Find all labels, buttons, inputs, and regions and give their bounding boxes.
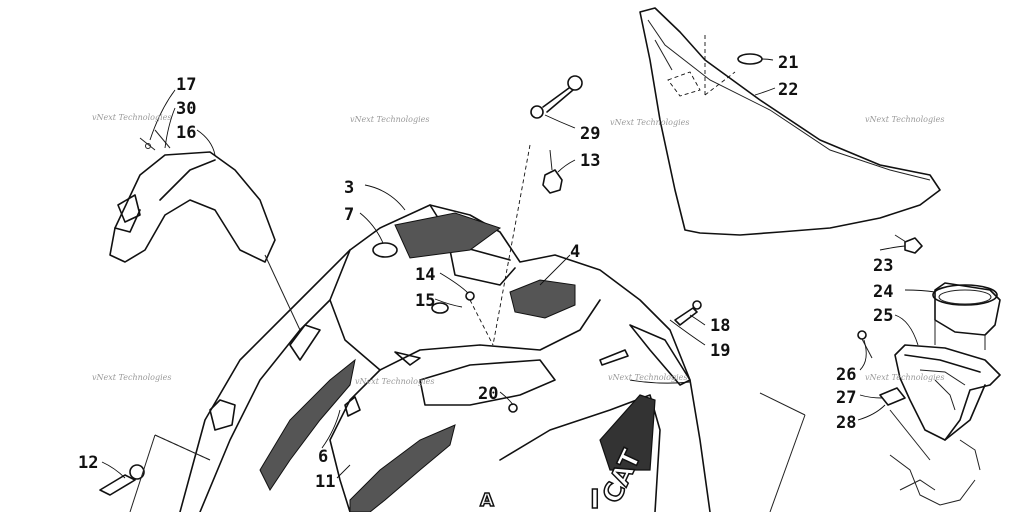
part-7-plug bbox=[372, 242, 398, 258]
lower-right-bracket bbox=[889, 439, 981, 506]
callout-7: 7 bbox=[344, 205, 354, 225]
callout-25: 25 bbox=[873, 306, 893, 326]
callout-30: 30 bbox=[176, 99, 196, 119]
callout-4: 4 bbox=[570, 242, 580, 262]
part-16-handle-cover bbox=[109, 129, 276, 263]
watermark-text: vNext Technologies bbox=[608, 373, 687, 382]
callout-27: 27 bbox=[836, 388, 856, 408]
part-12-latch bbox=[99, 464, 145, 496]
callout-6: 6 bbox=[318, 447, 328, 467]
hood-assembly: CAT I A bbox=[179, 204, 711, 512]
side-grille-lower bbox=[349, 424, 456, 512]
grille-vent-3 bbox=[394, 212, 502, 259]
watermark-text: vNext Technologies bbox=[865, 373, 944, 382]
watermark-text: vNext Technologies bbox=[865, 115, 944, 124]
part-26-bolt bbox=[857, 330, 873, 359]
watermark-text: vNext Technologies bbox=[92, 373, 171, 382]
callout-13: 13 bbox=[580, 151, 600, 171]
callout-20: 20 bbox=[478, 384, 498, 404]
part-18-bolt bbox=[674, 300, 702, 326]
part-24-gauge bbox=[932, 282, 1001, 350]
callout-12: 12 bbox=[78, 453, 98, 473]
part-22-windshield bbox=[639, 7, 941, 236]
callout-19: 19 bbox=[710, 341, 730, 361]
callout-11: 11 bbox=[315, 472, 335, 492]
watermark-text: vNext Technologies bbox=[610, 118, 689, 127]
callout-18: 18 bbox=[710, 316, 730, 336]
callout-24: 24 bbox=[873, 282, 893, 302]
part-25-gauge-housing bbox=[894, 344, 1001, 441]
callout-23: 23 bbox=[873, 256, 893, 276]
callout-14: 14 bbox=[415, 265, 435, 285]
callout-17: 17 bbox=[176, 75, 196, 95]
guide-lines bbox=[129, 144, 931, 512]
logo-fragment: A bbox=[480, 490, 494, 511]
callout-3: 3 bbox=[344, 178, 354, 198]
logo-prefix: I bbox=[590, 485, 600, 512]
watermarks: vNext Technologies vNext Technologies vN… bbox=[92, 113, 944, 386]
part-14-nut bbox=[465, 291, 475, 301]
part-13-clip bbox=[542, 149, 563, 194]
callout-29: 29 bbox=[580, 124, 600, 144]
part-27-washer bbox=[879, 387, 906, 406]
callout-26: 26 bbox=[836, 365, 856, 385]
callout-15: 15 bbox=[415, 291, 435, 311]
callout-28: 28 bbox=[836, 413, 856, 433]
watermark-text: vNext Technologies bbox=[355, 377, 434, 386]
callout-22: 22 bbox=[778, 80, 798, 100]
grille-vent-4 bbox=[509, 279, 576, 319]
part-20-screw bbox=[508, 403, 518, 413]
watermark-text: vNext Technologies bbox=[350, 115, 429, 124]
part-23-pushpin bbox=[894, 234, 923, 254]
part-15-bracket bbox=[431, 302, 449, 314]
part-29-tether bbox=[530, 75, 583, 119]
watermark-text: vNext Technologies bbox=[92, 113, 171, 122]
callout-16: 16 bbox=[176, 123, 196, 143]
part-21-decal bbox=[737, 53, 763, 65]
callout-21: 21 bbox=[778, 53, 798, 73]
side-grille-left bbox=[259, 358, 356, 491]
callout-numbers: 17 30 16 3 7 4 14 15 29 13 21 22 18 19 2… bbox=[78, 53, 893, 492]
leader-lines bbox=[101, 58, 936, 479]
